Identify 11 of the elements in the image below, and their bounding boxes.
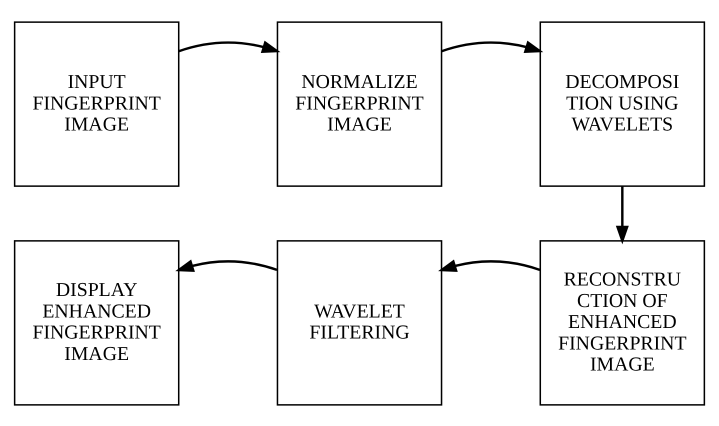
node-box: WAVELET FILTERING xyxy=(276,240,442,406)
node-box: NORMALIZE FINGERPRINT IMAGE xyxy=(276,20,442,186)
arrow xyxy=(616,186,629,244)
node-box: RECONSTRU CTION OF ENHANCED FINGERPRINT IMAGE xyxy=(540,240,706,406)
arrow xyxy=(175,258,278,272)
node-box: DECOMPOSI TION USING WAVELETS xyxy=(540,20,706,186)
arrow xyxy=(441,40,544,53)
node-box: INPUT FINGERPRINT IMAGE xyxy=(14,20,180,186)
node-box: DISPLAY ENHANCED FINGERPRINT IMAGE xyxy=(14,240,180,406)
arrow xyxy=(178,40,280,53)
arrow xyxy=(438,258,540,272)
